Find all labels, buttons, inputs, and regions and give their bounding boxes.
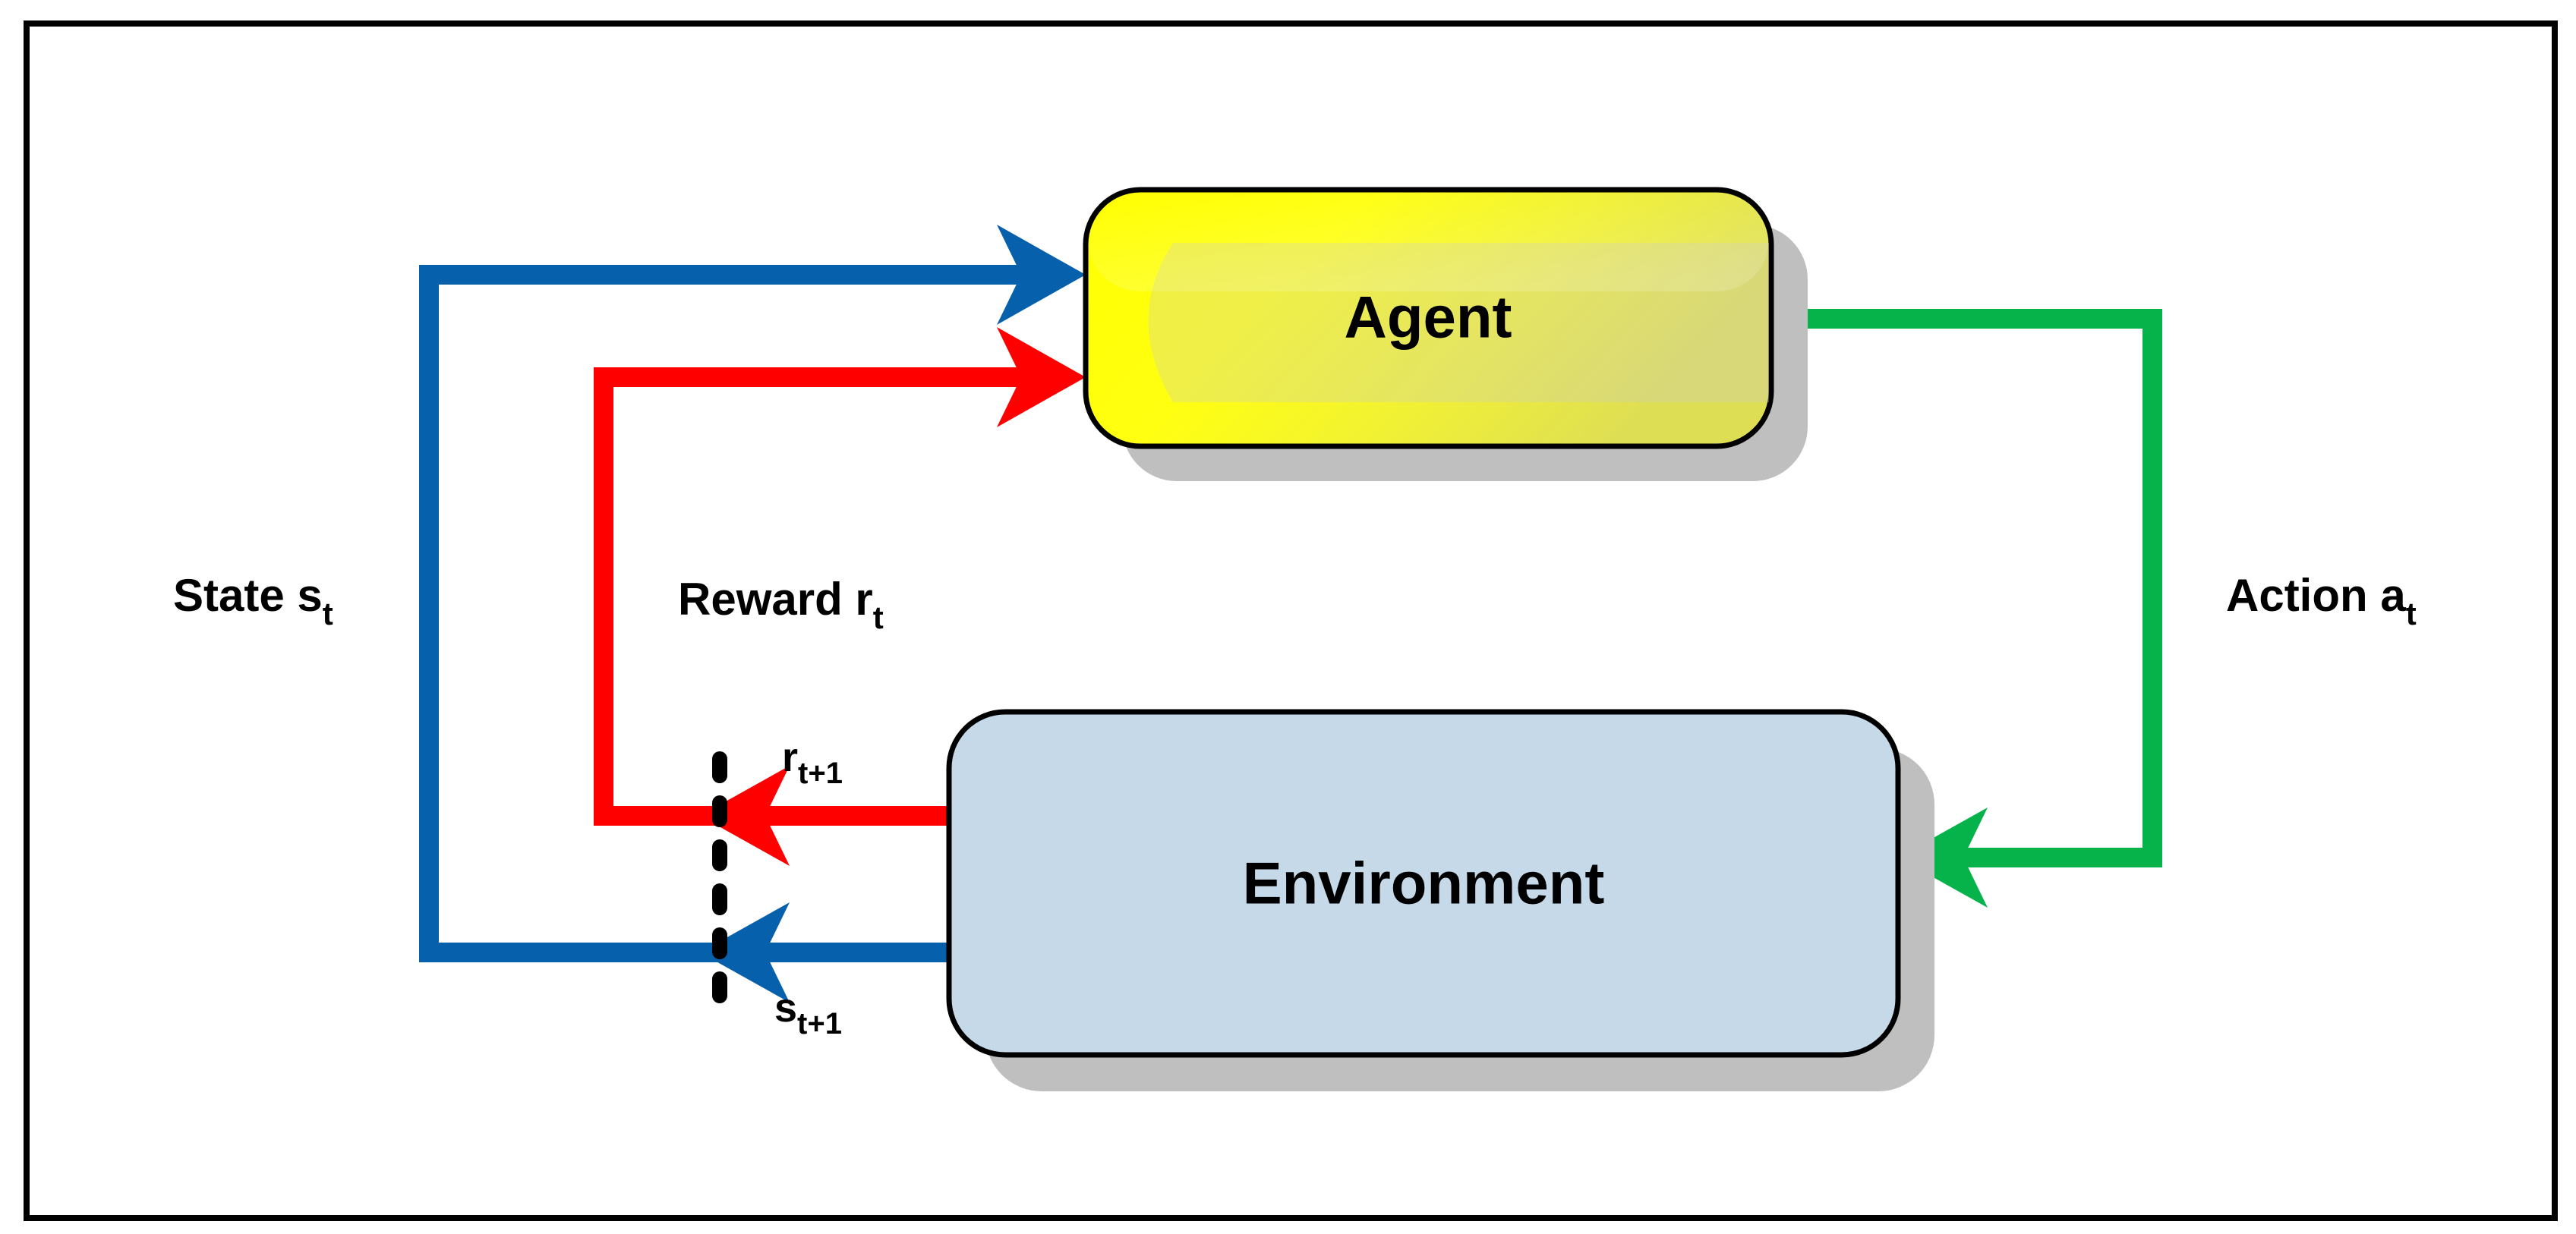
svg-text:Reward rt: Reward rt [678,574,884,635]
reward-arrowhead-agent [997,327,1086,427]
state-label-subscript: t [323,596,333,631]
state-arrowhead-agent [997,225,1086,325]
next-reward-annotation: rt+1 [782,735,843,790]
state-edge [419,225,1086,1003]
action-label-text: Action a [2226,570,2406,621]
action-edge-label: Action at [2226,570,2417,631]
environment-label: Environment [1243,850,1605,917]
environment-node[interactable]: Environment [946,709,1934,1091]
next-state-subscript: t+1 [797,1007,842,1040]
reward-arrowhead-divider [700,766,790,866]
action-label-subscript: t [2406,596,2417,631]
reward-edge-line [594,367,1062,826]
svg-text:rt+1: rt+1 [782,735,843,790]
environment-box[interactable] [946,709,1901,1058]
state-edge-line [419,265,1062,962]
reward-label-text: Reward r [678,574,873,625]
next-state-annotation: st+1 [774,985,842,1040]
state-arrowhead-divider [700,902,790,1003]
reward-label-subscript: t [873,600,884,635]
next-reward-subscript: t+1 [798,757,843,790]
agent-gloss [1089,193,1768,291]
next-state-text: s [774,985,797,1031]
next-reward-text: r [782,735,798,780]
action-edge-line [1755,309,2162,867]
state-edge-label: State st [173,570,333,631]
svg-text:State st: State st [173,570,333,631]
svg-text:st+1: st+1 [774,985,842,1040]
agent-label: Agent [1345,284,1512,351]
reward-edge-label: Reward rt [678,574,884,635]
reward-edge [594,327,1086,866]
action-arrowhead-environment [1898,807,1988,908]
svg-text:Action at: Action at [2226,570,2417,631]
action-edge [1755,309,2162,908]
agent-node[interactable]: Agent [1083,187,1808,481]
state-label-text: State s [173,570,323,621]
